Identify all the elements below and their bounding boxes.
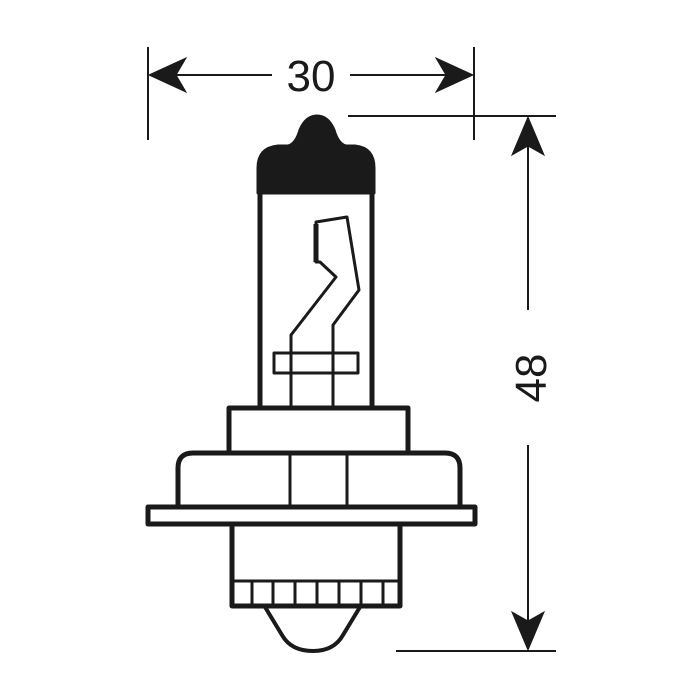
arrow-right-icon <box>434 56 475 94</box>
height-dimension <box>348 115 556 652</box>
filament-support <box>272 351 360 375</box>
bulb <box>145 114 478 653</box>
width-dimension <box>147 47 475 140</box>
arrow-up-icon <box>510 115 546 157</box>
reference-plate <box>145 504 478 527</box>
height-dimension-label: 48 <box>507 354 556 403</box>
flange-base <box>175 450 463 507</box>
arrow-left-icon <box>147 56 188 94</box>
collar <box>226 405 411 456</box>
contact-ribs <box>250 581 385 606</box>
glass-tip <box>256 114 376 195</box>
contact-cap <box>263 605 362 653</box>
arrow-down-icon <box>510 610 546 652</box>
filament <box>289 215 361 408</box>
width-dimension-label: 30 <box>287 52 336 101</box>
